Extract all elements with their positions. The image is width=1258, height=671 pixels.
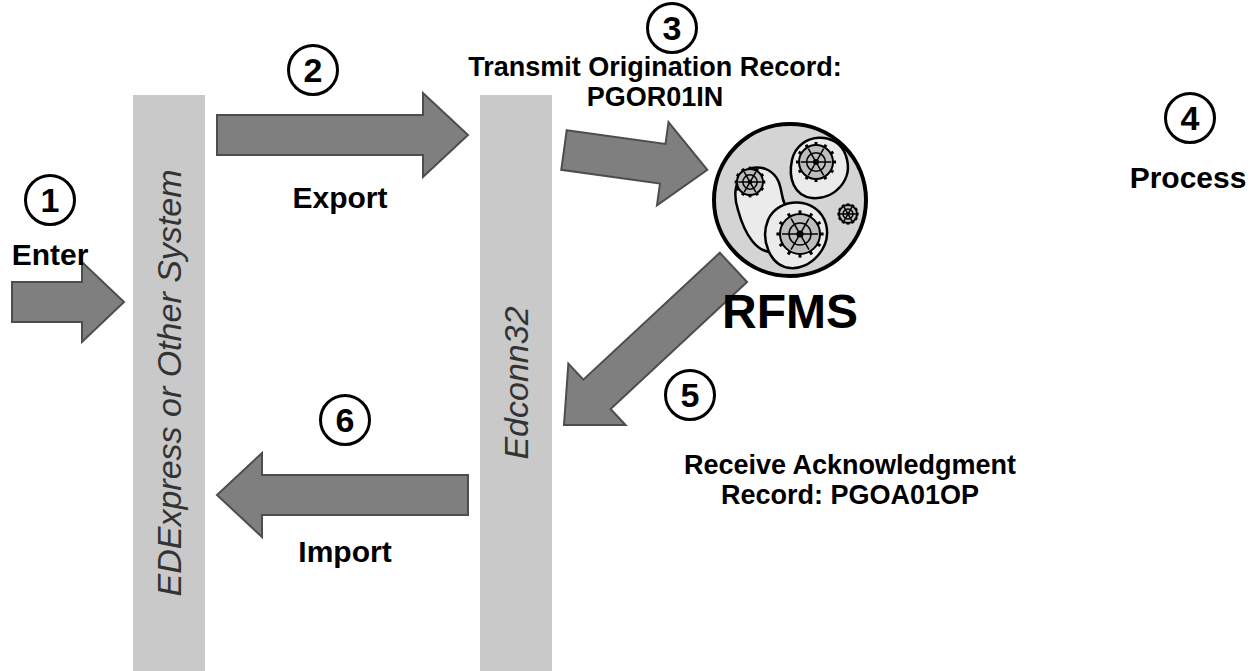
flow-arrow: [561, 122, 707, 205]
system-band: EDExpress or Other System: [133, 95, 205, 671]
flow-arrow: [217, 93, 468, 177]
callout-number: 6: [319, 394, 371, 446]
callout-number: 5: [664, 369, 716, 421]
flow-arrow: [564, 253, 747, 425]
step-label: Process: [1130, 161, 1247, 195]
callout-number: 2: [287, 44, 339, 96]
callout-number: 3: [646, 2, 698, 54]
gear-circle: [700, 120, 880, 280]
enter-arrow: [12, 262, 124, 342]
callout-number: 1: [24, 174, 76, 226]
process-circle: RFMS: [694, 120, 886, 342]
system-name: RFMS: [694, 284, 886, 339]
callout-number: 4: [1164, 92, 1216, 144]
system-name: EDExpress or Other System: [150, 169, 189, 596]
system-name: Edconn32: [497, 306, 536, 459]
edge-label: Import: [298, 535, 391, 569]
flow-arrow: [217, 453, 468, 537]
edge-label: Transmit Origination Record: PGOR01IN: [420, 52, 890, 112]
system-band: Edconn32: [480, 95, 552, 671]
step-label: Enter: [12, 238, 89, 272]
edge-label: Receive Acknowledgment Record: PGOA01OP: [646, 450, 1054, 510]
edge-label: Export: [292, 181, 387, 215]
